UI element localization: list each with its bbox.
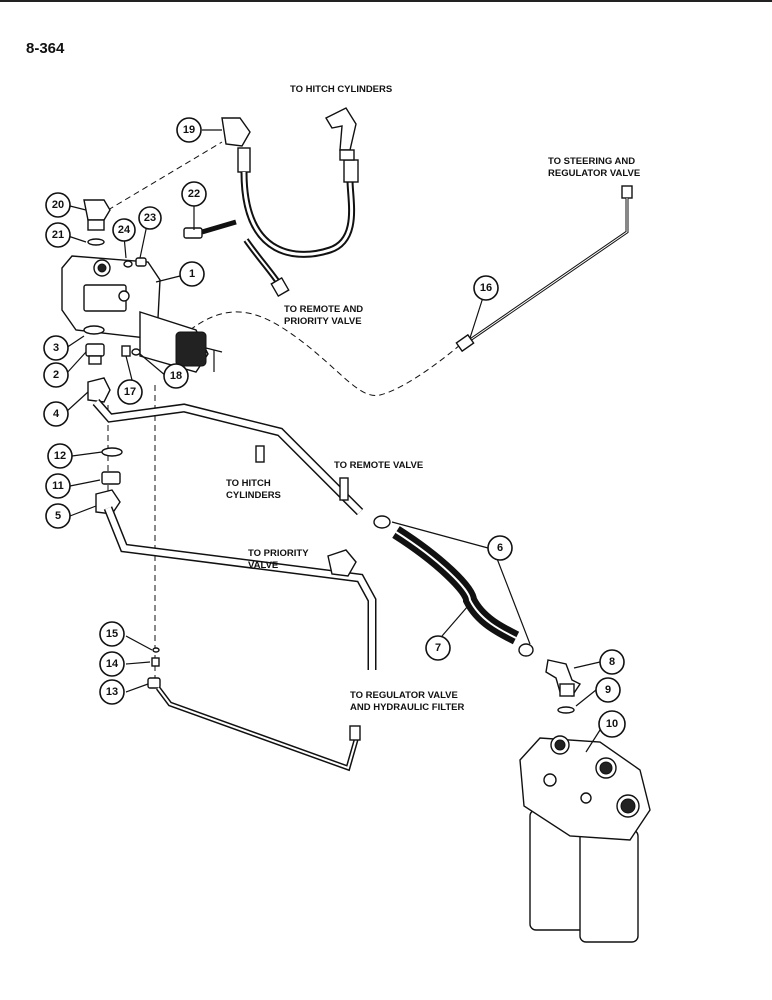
label-to-priority-line2: VALVE <box>248 560 279 571</box>
tube-remote <box>92 399 364 516</box>
hose-7 <box>373 515 534 657</box>
callout-14: 14 <box>99 651 125 677</box>
callout-16: 16 <box>473 275 499 301</box>
callout-24: 24 <box>112 218 136 242</box>
label-to-hitch-cyl-line1: TO HITCH <box>226 478 271 489</box>
svg-text:24: 24 <box>118 224 131 236</box>
svg-text:3: 3 <box>53 342 59 354</box>
callout-10: 10 <box>598 710 626 738</box>
label-to-regulator-line1: TO REGULATOR VALVE <box>350 690 458 701</box>
label-to-hitch-cylinders: TO HITCH CYLINDERS <box>290 84 393 95</box>
svg-text:23: 23 <box>144 212 156 224</box>
label-to-priority-line1: TO PRIORITY <box>248 548 309 559</box>
svg-text:16: 16 <box>480 282 492 294</box>
label-to-remote-priority: TO REMOTE AND PRIORITY VALVE <box>284 304 363 328</box>
callout-13: 13 <box>99 679 125 705</box>
callout-5: 5 <box>45 503 71 529</box>
svg-text:12: 12 <box>54 450 66 462</box>
steering-tube <box>455 185 633 353</box>
callout-20: 20 <box>45 192 71 218</box>
elbow-8 <box>545 659 582 714</box>
label-to-hitch-cyl-line2: CYLINDERS <box>226 490 281 501</box>
label-to-remote-priority-line2: PRIORITY VALVE <box>284 316 362 327</box>
svg-text:6: 6 <box>497 542 503 554</box>
hitch-hoses <box>221 107 359 258</box>
callout-18: 18 <box>163 363 189 389</box>
svg-text:5: 5 <box>55 510 61 522</box>
svg-text:15: 15 <box>106 628 118 640</box>
svg-text:18: 18 <box>170 370 182 382</box>
tube-priority <box>103 506 377 670</box>
callout-6: 6 <box>487 535 513 561</box>
callout-17: 17 <box>117 379 143 405</box>
page-number: 8-364 <box>26 40 65 57</box>
label-to-hitch-cyl: TO HITCH CYLINDERS <box>226 478 281 502</box>
callout-1: 1 <box>179 261 205 287</box>
label-to-regulator: TO REGULATOR VALVE AND HYDRAULIC FILTER <box>350 690 464 714</box>
callout-7: 7 <box>425 635 451 661</box>
callout-9: 9 <box>595 677 621 703</box>
callout-2: 2 <box>43 362 69 388</box>
svg-text:11: 11 <box>52 480 64 492</box>
svg-text:21: 21 <box>52 229 64 241</box>
callout-22: 22 <box>181 181 207 207</box>
tube-regulator <box>156 686 361 772</box>
callout-8: 8 <box>599 649 625 675</box>
svg-text:2: 2 <box>53 369 59 381</box>
svg-text:4: 4 <box>53 408 60 420</box>
label-to-remote-valve: TO REMOTE VALVE <box>334 460 424 471</box>
callout-11: 11 <box>45 473 71 499</box>
callout-4: 4 <box>43 401 69 427</box>
svg-text:10: 10 <box>606 718 618 730</box>
filter-assembly <box>519 735 651 943</box>
label-to-remote-priority-line1: TO REMOTE AND <box>284 304 364 315</box>
label-to-priority-valve: TO PRIORITY VALVE <box>248 548 309 572</box>
callout-12: 12 <box>47 443 73 469</box>
callout-21: 21 <box>45 222 71 248</box>
svg-text:7: 7 <box>435 642 441 654</box>
svg-text:8: 8 <box>609 656 615 668</box>
svg-text:9: 9 <box>605 684 611 696</box>
top-rule <box>0 0 772 2</box>
hose-22 <box>183 219 290 298</box>
label-to-steering-line1: TO STEERING AND <box>548 156 636 167</box>
fittings-valve <box>83 199 161 689</box>
svg-text:14: 14 <box>106 658 119 670</box>
label-to-regulator-line2: AND HYDRAULIC FILTER <box>350 702 465 713</box>
svg-text:22: 22 <box>188 188 200 200</box>
label-to-steering: TO STEERING AND REGULATOR VALVE <box>548 156 640 180</box>
svg-text:19: 19 <box>183 124 195 136</box>
svg-text:13: 13 <box>106 686 118 698</box>
callout-15: 15 <box>99 621 125 647</box>
control-valve-body <box>61 255 223 373</box>
callout-3: 3 <box>43 335 69 361</box>
label-to-steering-line2: REGULATOR VALVE <box>548 168 641 179</box>
svg-text:20: 20 <box>52 199 64 211</box>
callout-19: 19 <box>176 117 202 143</box>
callout-23: 23 <box>138 206 162 230</box>
svg-text:1: 1 <box>189 268 195 280</box>
svg-text:17: 17 <box>124 386 136 398</box>
